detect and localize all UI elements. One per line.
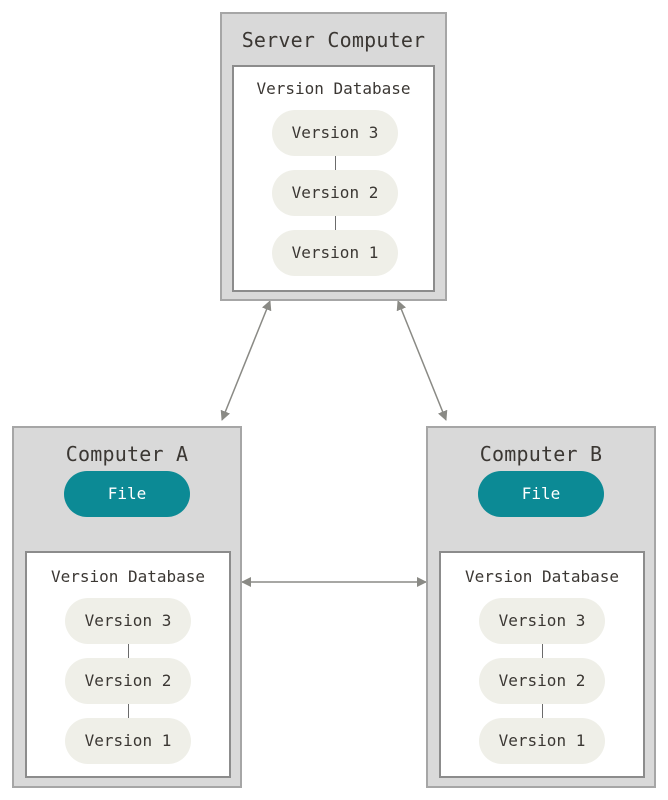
computer-a: Computer A File Version Database Version… bbox=[12, 426, 242, 788]
server-computer: Server Computer Version Database Version… bbox=[220, 12, 447, 301]
computer-b: Computer B File Version Database Version… bbox=[426, 426, 656, 788]
computer-b-file: File bbox=[478, 471, 604, 517]
computer-b-title: Computer B bbox=[479, 442, 603, 466]
server-version-1: Version 1 bbox=[272, 230, 398, 276]
server-computer-b-arrow bbox=[396, 300, 448, 421]
computer-a-title: Computer A bbox=[65, 442, 189, 466]
computer-a-version-2: Version 2 bbox=[65, 658, 191, 704]
computer-a-version-1: Version 1 bbox=[65, 718, 191, 764]
computer-b-version-1: Version 1 bbox=[479, 718, 605, 764]
computer-b-version-2: Version 2 bbox=[479, 658, 605, 704]
server-version-3: Version 3 bbox=[272, 110, 398, 156]
computer-b-database-title: Version Database bbox=[464, 567, 620, 586]
server-computer-a-arrow bbox=[220, 300, 272, 421]
computer-a-database-title: Version Database bbox=[50, 567, 206, 586]
computer-b-version-3: Version 3 bbox=[479, 598, 605, 644]
server-database-title: Version Database bbox=[256, 79, 411, 98]
computer-a-version-database: Version Database Version 3 Version 2 Ver… bbox=[25, 551, 231, 778]
computer-a-file: File bbox=[64, 471, 190, 517]
server-computer-title: Server Computer bbox=[241, 28, 426, 52]
server-version-2: Version 2 bbox=[272, 170, 398, 216]
computer-a-version-3: Version 3 bbox=[65, 598, 191, 644]
computer-b-version-database: Version Database Version 3 Version 2 Ver… bbox=[439, 551, 645, 778]
server-version-database: Version Database Version 3 Version 2 Ver… bbox=[232, 65, 435, 292]
